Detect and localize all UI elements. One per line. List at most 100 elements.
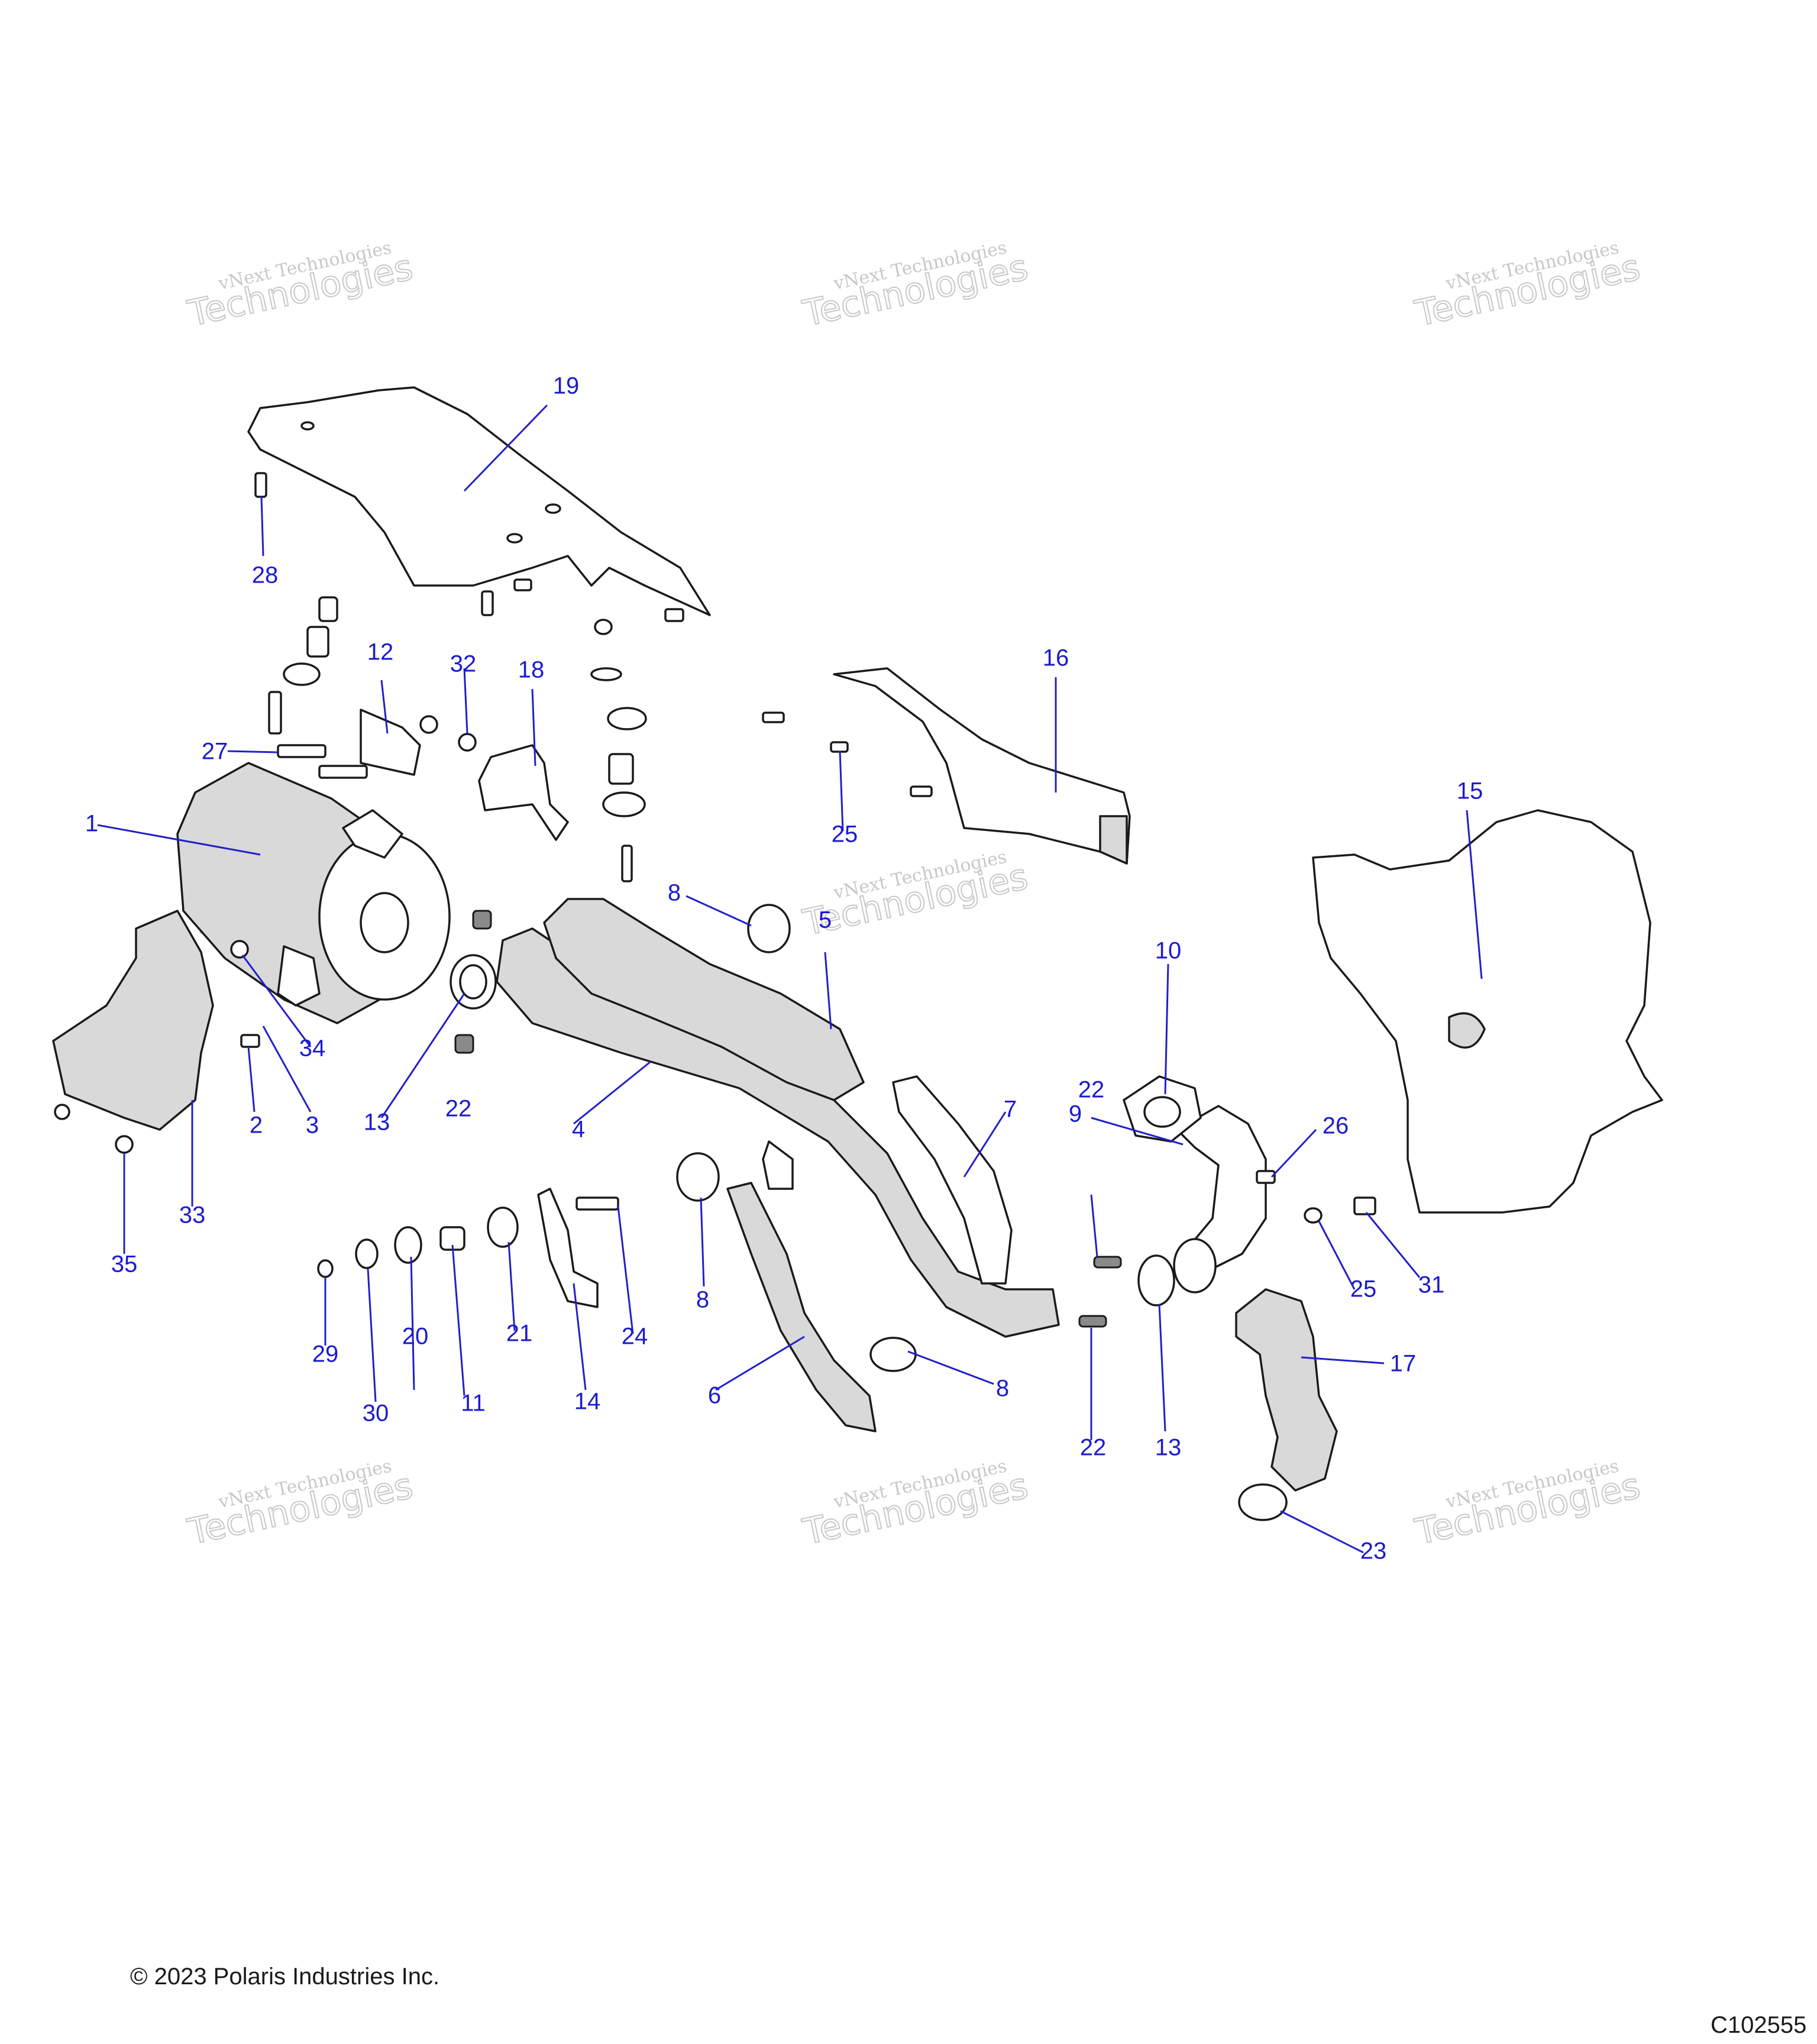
callout-3: 3: [306, 1112, 319, 1139]
clamp-23: [1238, 1483, 1288, 1521]
copyright-notice: © 2023 Polaris Industries Inc.: [130, 1964, 440, 1990]
bolt-24: [576, 1196, 619, 1211]
leader-27: [227, 750, 279, 753]
spacer: [318, 596, 338, 622]
shield-hole: [506, 533, 523, 544]
washer-30: [355, 1238, 379, 1269]
nut-35: [115, 1135, 134, 1154]
leader-13a: [380, 993, 465, 1118]
nut: [419, 715, 438, 734]
clip-2: [240, 1034, 260, 1048]
leader-9: [1091, 1117, 1184, 1146]
callout-26: 26: [1323, 1113, 1349, 1139]
bracket-18: [478, 744, 569, 841]
nut: [54, 1104, 70, 1120]
leader-1: [97, 824, 261, 856]
flange-pipe-outlet: [1173, 1238, 1217, 1293]
leader-25b: [1318, 1221, 1356, 1290]
callout-21: 21: [506, 1321, 533, 1347]
heat-shield-middle: [833, 667, 1131, 865]
leader-4: [573, 1060, 651, 1125]
callout-22: 22: [1080, 1435, 1107, 1461]
leader-8b: [700, 1197, 705, 1287]
nut-32: [458, 733, 477, 752]
leader-8a: [686, 895, 752, 927]
callout-7: 7: [1004, 1097, 1017, 1123]
muffler-guard: [52, 910, 214, 1131]
callout-25: 25: [1350, 1276, 1377, 1302]
leader-14: [573, 1283, 587, 1390]
leader-11: [451, 1244, 465, 1396]
leader-18: [531, 688, 536, 767]
heat-shield-middle-edge: [1099, 815, 1128, 865]
muffler-outlet: [360, 892, 409, 953]
callout-31: 31: [1418, 1272, 1445, 1298]
leader-32: [463, 668, 468, 734]
spacer: [608, 753, 634, 785]
washer: [590, 667, 622, 681]
bolt-25: [830, 741, 849, 753]
bolt: [762, 711, 785, 723]
leader-26: [1270, 1128, 1317, 1178]
leader-23: [1280, 1510, 1364, 1554]
callout-18: 18: [518, 657, 545, 683]
callout-2: 2: [250, 1112, 263, 1139]
bolt-26: [1256, 1170, 1276, 1184]
leader-6: [715, 1335, 805, 1391]
exhaust-flange-pipe: [1176, 1105, 1267, 1273]
leader-7: [963, 1111, 1007, 1178]
leader-3: [262, 1026, 312, 1112]
callout-25: 25: [832, 822, 858, 848]
callout-30: 30: [363, 1401, 389, 1427]
heat-shield-right: [1312, 809, 1663, 1214]
grommet: [283, 662, 321, 686]
callout-4: 4: [572, 1117, 585, 1143]
leader-20: [410, 1256, 415, 1390]
leader-15: [1466, 810, 1483, 979]
grommet: [602, 791, 646, 817]
pipe-flange: [762, 1140, 794, 1190]
callout-9: 9: [1069, 1101, 1082, 1127]
shield-hole: [545, 503, 561, 514]
gasket-hole: [1143, 1096, 1181, 1128]
leader-8c: [907, 1350, 994, 1385]
callout-28: 28: [252, 562, 279, 588]
leader-10: [1164, 963, 1169, 1095]
bolt: [910, 785, 933, 797]
leader-30: [367, 1268, 377, 1402]
nut-25: [1304, 1207, 1323, 1224]
leader-19: [463, 404, 548, 492]
heat-shield-right-cutout: [1448, 1012, 1486, 1049]
leader-13b: [1158, 1304, 1166, 1432]
callout-1: 1: [85, 811, 98, 837]
seal-ring-inner: [459, 964, 487, 1000]
callout-23: 23: [1360, 1538, 1387, 1564]
leader-lines: [97, 404, 1483, 1554]
leader-2: [247, 1046, 256, 1112]
parts: [52, 386, 1663, 1521]
seal-ring-13-right: [1137, 1254, 1175, 1306]
figure-id: C102555: [1711, 2012, 1807, 2038]
leader-25a: [839, 751, 844, 832]
callout-13: 13: [1155, 1435, 1182, 1461]
callout-12: 12: [367, 639, 394, 665]
leader-22a: [1090, 1194, 1098, 1257]
pipe-guard-7: [892, 1075, 1013, 1285]
spring-22: [454, 1034, 474, 1054]
bolt: [318, 765, 368, 779]
clip-31: [1353, 1196, 1376, 1215]
grommet-21: [487, 1207, 519, 1248]
spring-22: [472, 910, 492, 930]
callout-32: 32: [450, 651, 477, 677]
callout-22: 22: [1078, 1077, 1105, 1103]
callout-16: 16: [1043, 645, 1069, 671]
heat-shield-upper: [247, 386, 711, 616]
bolt: [664, 608, 684, 622]
